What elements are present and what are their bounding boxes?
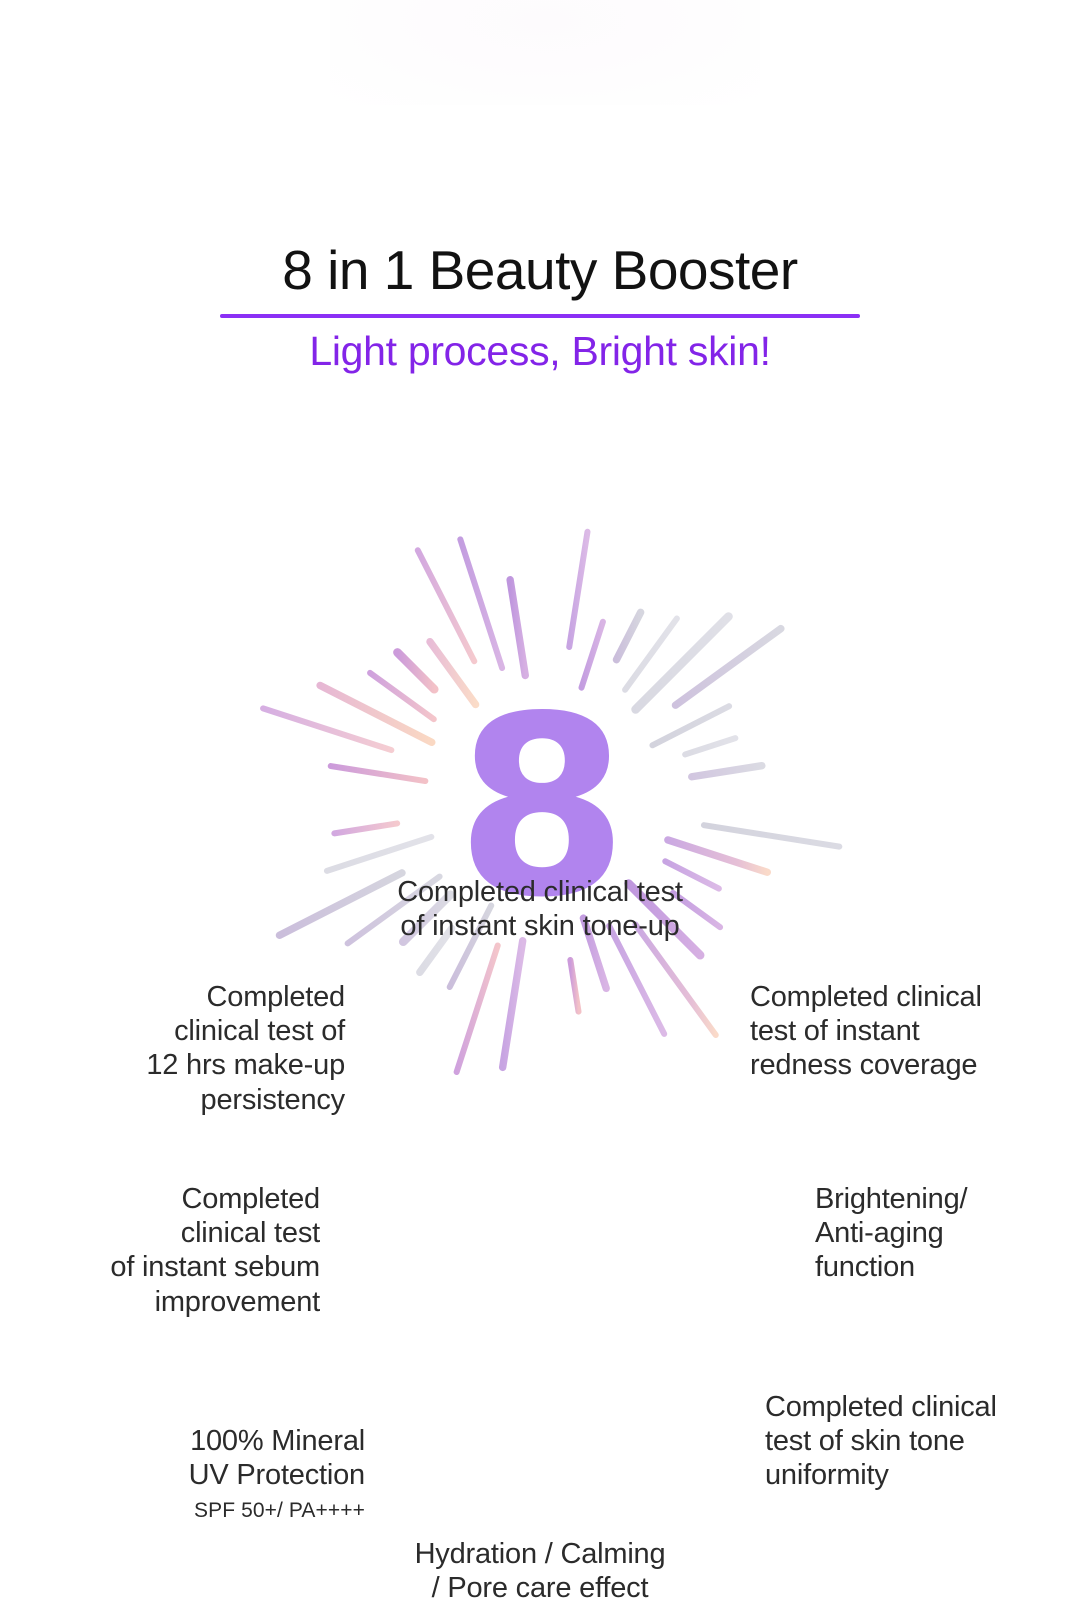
sunburst-ray [414, 547, 478, 665]
sunburst-diagram: 8 Completed clinical test of instant ski… [0, 420, 1080, 1604]
sunburst-ray [567, 957, 582, 1015]
benefit-label-hydration-calming-pore: Hydration / Calming / Pore care effect [414, 1538, 666, 1605]
sunburst-ray [393, 648, 439, 694]
benefit-label-sebum-improvement: Completed clinical test of instant sebum… [110, 1183, 320, 1318]
sunburst-ray [416, 924, 456, 977]
sunburst-ray [367, 669, 437, 723]
sunburst-ray [344, 873, 443, 947]
title-divider [220, 313, 860, 318]
sunburst-ray [398, 890, 455, 947]
top-background-wash [330, 0, 760, 105]
sunburst-ray [498, 937, 527, 1072]
sunburst-rays-icon [260, 518, 843, 1076]
benefit-label-uv-protection: 100% Mineral UV Protection SPF 50+/ PA++… [100, 1390, 366, 1558]
benefit-label-skin-tone-up: Completed clinical test of instant skin … [397, 876, 683, 943]
page-subtitle: Light process, Bright skin! [309, 327, 771, 374]
sunburst-ray [662, 858, 722, 892]
sunburst-ray [566, 528, 591, 651]
sunburst-ray [457, 536, 506, 672]
sunburst-ray [664, 836, 772, 876]
sunburst-ray [426, 637, 480, 709]
sunburst-ray [331, 820, 401, 837]
sunburst-ray [669, 889, 724, 931]
sunburst-ray [446, 902, 495, 991]
uv-protection-spf: SPF 50+/ PA++++ [194, 1498, 365, 1522]
sunburst-ray [327, 763, 429, 785]
benefit-label-redness-coverage: Completed clinical test of instant redne… [750, 981, 982, 1082]
benefit-label-skin-tone-uniformity: Completed clinical test of skin tone uni… [765, 1391, 997, 1492]
sunburst-ray [506, 576, 529, 680]
benefit-label-brightening-anti-aging: Brightening/ Anti-aging function [815, 1183, 968, 1284]
sunburst-ray [260, 705, 395, 754]
uv-protection-main: 100% Mineral UV Protection [188, 1425, 366, 1492]
sunburst-ray [316, 681, 436, 747]
sunburst-ray [671, 624, 785, 709]
sunburst-ray [688, 761, 766, 781]
sunburst-ray [632, 921, 719, 1039]
sunburst-ray [606, 922, 668, 1037]
page-title: 8 in 1 Beauty Booster [282, 239, 798, 301]
header: 8 in 1 Beauty Booster Light process, Bri… [0, 239, 1080, 374]
sunburst-ray [682, 735, 739, 758]
sunburst-ray [453, 942, 501, 1076]
benefit-label-makeup-persistency: Completed clinical test of 12 hrs make-u… [146, 981, 345, 1116]
sunburst-ray [275, 869, 406, 939]
sunburst-ray [578, 618, 606, 691]
sunburst-ray [700, 822, 843, 850]
sunburst-ray [631, 612, 733, 714]
sunburst-ray [624, 879, 705, 960]
sunburst-ray [622, 615, 680, 693]
sunburst-ray [579, 914, 610, 993]
sunburst-ray [612, 608, 645, 664]
sunburst-ray [323, 833, 435, 874]
sunburst-ray [649, 703, 733, 749]
